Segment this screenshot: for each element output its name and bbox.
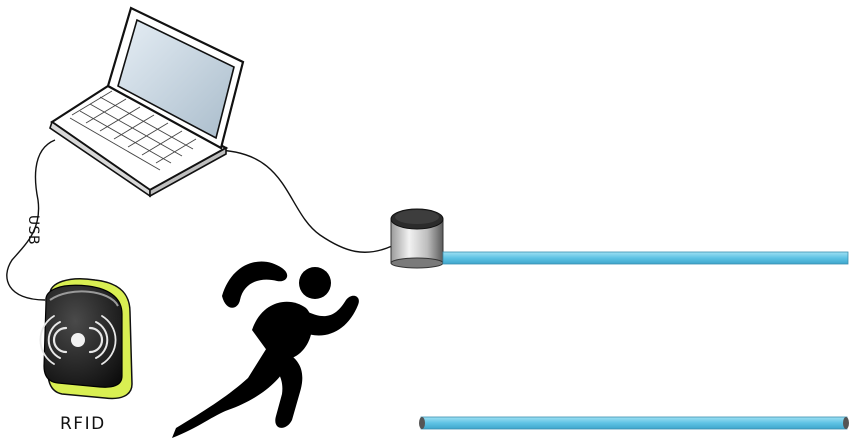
laptop-icon — [50, 8, 243, 196]
usb-label: USB — [25, 215, 41, 245]
light-beam-top — [443, 252, 848, 264]
sensor-cylinder-icon — [391, 209, 443, 268]
light-beam-bottom — [419, 417, 849, 429]
rfid-reader-icon — [40, 279, 132, 399]
rfid-label: RFID — [60, 414, 106, 434]
cable-laptop-to-sensor — [213, 150, 392, 252]
runner-icon — [172, 261, 359, 438]
